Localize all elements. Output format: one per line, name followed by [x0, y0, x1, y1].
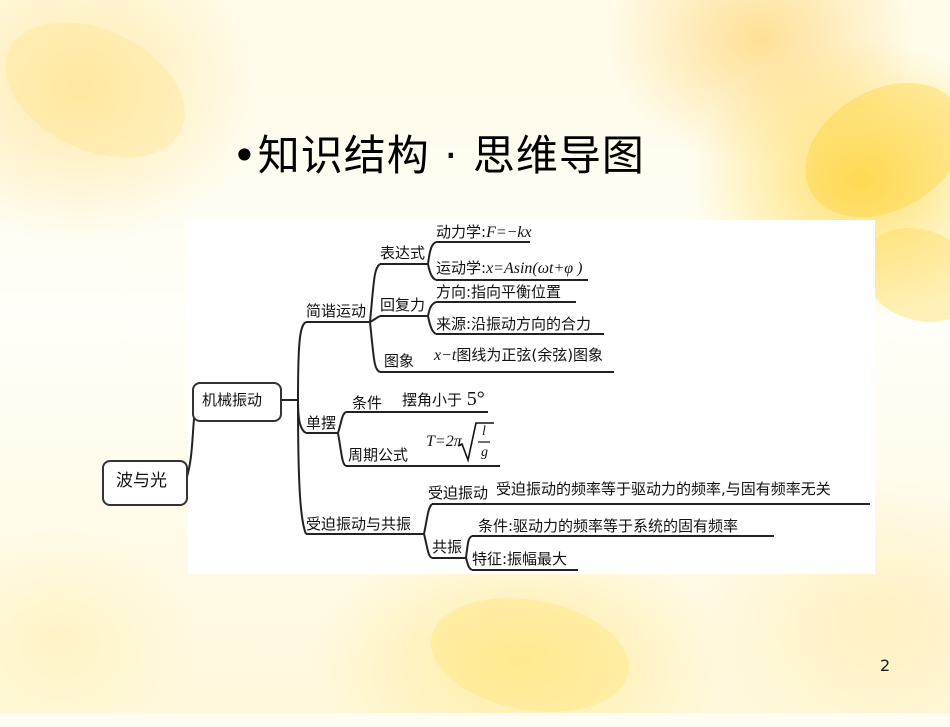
leaf-dynamics-prefix: 动力学:	[436, 223, 487, 241]
leaf-graph-text: 图线为正弦(余弦)图象	[456, 346, 604, 364]
leaf-dynamics-formula: F=−kx	[486, 224, 532, 241]
page-number: 2	[880, 656, 891, 675]
leaf-graph-prefix: x−t	[434, 347, 457, 364]
node-expression: 表达式	[380, 244, 426, 262]
node-simple-pendulum: 单摆	[306, 414, 337, 432]
node-mechanical-vibration: 机械振动	[202, 391, 263, 409]
node-pendulum-condition: 条件	[352, 394, 383, 412]
sqrt-sign-icon	[457, 422, 494, 463]
node-forced-vibration-resonance: 受迫振动与共振	[306, 515, 412, 533]
node-root: 波与光	[116, 471, 167, 491]
leaf-pendulum-condition: 摆角小于 5°	[402, 388, 485, 410]
leaf-graph-description: x−t图线为正弦(余弦)图象	[434, 346, 603, 365]
node-graph: 图象	[384, 352, 415, 370]
connector	[427, 301, 437, 317]
node-restoring-force: 回复力	[380, 296, 426, 314]
leaf-direction: 方向:指向平衡位置	[436, 283, 562, 301]
period-denominator: g	[481, 445, 488, 460]
leaf-resonance-condition: 条件:驱动力的频率等于系统的固有频率	[478, 517, 739, 535]
flower-petal	[781, 55, 950, 245]
flower-petal	[0, 0, 207, 185]
connector	[297, 321, 307, 401]
leaf-forced-vibration: 受迫振动的频率等于驱动力的频率,与固有频率无关	[496, 480, 831, 498]
node-box-root	[102, 460, 188, 506]
node-forced-vibration: 受迫振动	[428, 484, 489, 502]
leaf-source: 来源:沿振动方向的合力	[436, 315, 592, 333]
node-box-mechanical-vibration	[192, 382, 282, 422]
leaf-condition-text: 摆角小于	[402, 391, 463, 409]
connector	[427, 315, 437, 335]
node-simple-harmonic-motion: 简谐运动	[306, 302, 367, 320]
flower-petal	[421, 583, 639, 727]
connector	[423, 503, 433, 535]
connector	[465, 557, 473, 571]
leaf-kinematics-formula: x=Asin(ωt+φ )	[486, 260, 583, 277]
leaf-dynamics: 动力学:F=−kx	[436, 223, 532, 242]
period-formula-lhs: T=2π	[426, 433, 462, 450]
connector	[297, 399, 307, 434]
connector	[465, 535, 473, 559]
mind-map-connectors	[188, 241, 870, 571]
connector	[427, 241, 437, 265]
connector	[337, 432, 347, 467]
leaf-kinematics: 运动学:x=Asin(ωt+φ )	[436, 259, 582, 278]
connector	[297, 399, 307, 535]
period-numerator: l	[482, 424, 486, 439]
slide-title: •知识结构 · 思维导图	[232, 131, 645, 180]
mind-map: 机械振动 简谐运动 单摆 受迫振动与共振 表达式 回复力 图象 动力学:F=−k…	[188, 220, 875, 574]
connector	[337, 411, 347, 434]
node-resonance: 共振	[432, 538, 463, 556]
connector	[369, 315, 381, 323]
leaf-period-formula: T=2π	[426, 432, 462, 451]
leaf-kinematics-prefix: 运动学:	[436, 259, 487, 277]
leaf-condition-value: 5°	[466, 388, 485, 410]
connector	[369, 321, 381, 373]
node-period-formula: 周期公式	[348, 446, 409, 464]
connector	[369, 263, 381, 323]
connector	[423, 533, 433, 559]
connector	[427, 263, 437, 281]
leaf-resonance-feature: 特征:振幅最大	[472, 550, 568, 568]
